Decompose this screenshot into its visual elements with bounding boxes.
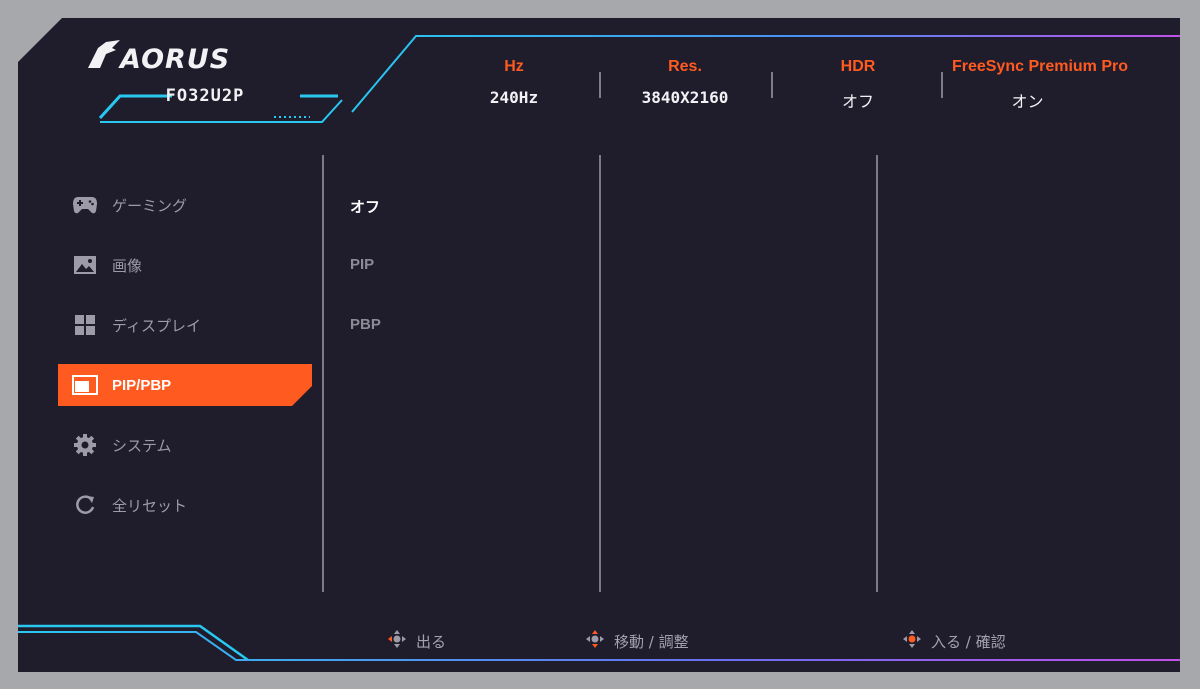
menu-item-label: 全リセット [112,496,188,515]
spec-hdr-value: オフ [841,92,874,111]
joystick-press-icon [901,628,923,654]
spec-divider [771,72,773,98]
spec-hdr-label: HDR [840,58,876,75]
submenu-item-off[interactable]: オフ [350,199,381,216]
menu-item-pip-pbp[interactable]: PIP/PBP [60,365,310,405]
gear-icon [72,433,98,457]
spec-hz-value: 240Hz [489,88,539,107]
joystick-updown-icon [584,628,606,654]
menu-item-label: ゲーミング [112,196,188,215]
spec-freesync-value: オン [1011,92,1044,111]
spec-divider [941,72,943,98]
menu-item-picture[interactable]: 画像 [60,245,310,285]
spec-freesync-label: FreeSync Premium Pro [951,58,1129,75]
spec-res-label: Res. [668,58,702,75]
model-name: FO32U2P [165,86,245,106]
submenu-item-pbp[interactable]: PBP [350,316,381,333]
column-divider [322,155,324,592]
footer-move-hint: 移動 / 調整 [584,628,689,654]
pip-icon [72,373,98,397]
menu-active-highlight [58,364,312,406]
column-divider [876,155,878,592]
menu-item-label: システム [112,436,172,455]
submenu-item-pip[interactable]: PIP [350,256,375,273]
footer-move-label: 移動 / 調整 [614,632,689,651]
footer-enter-hint: 入る / 確認 [901,628,1006,654]
spec-divider [599,72,601,98]
gamepad-icon [72,193,98,217]
footer-exit-label: 出る [416,632,447,651]
menu-item-gaming[interactable]: ゲーミング [60,185,310,225]
spec-res-value: 3840X2160 [641,88,729,107]
menu-item-label: PIP/PBP [112,376,172,394]
image-icon [72,253,98,277]
menu-item-system[interactable]: システム [60,425,310,465]
menu-item-display[interactable]: ディスプレイ [60,305,310,345]
footer-exit-hint: 出る [386,628,446,654]
joystick-left-icon [386,628,408,654]
display-grid-icon [72,313,98,337]
menu-item-label: 画像 [112,256,143,275]
reset-icon [72,493,98,517]
menu-item-reset[interactable]: 全リセット [60,485,310,525]
menu-item-label: ディスプレイ [112,316,201,335]
aorus-eagle-icon [88,40,120,68]
column-divider [599,155,601,592]
brand-logo: AORUS [120,44,231,75]
spec-hz-label: Hz [504,58,524,75]
footer-enter-label: 入る / 確認 [931,632,1006,651]
